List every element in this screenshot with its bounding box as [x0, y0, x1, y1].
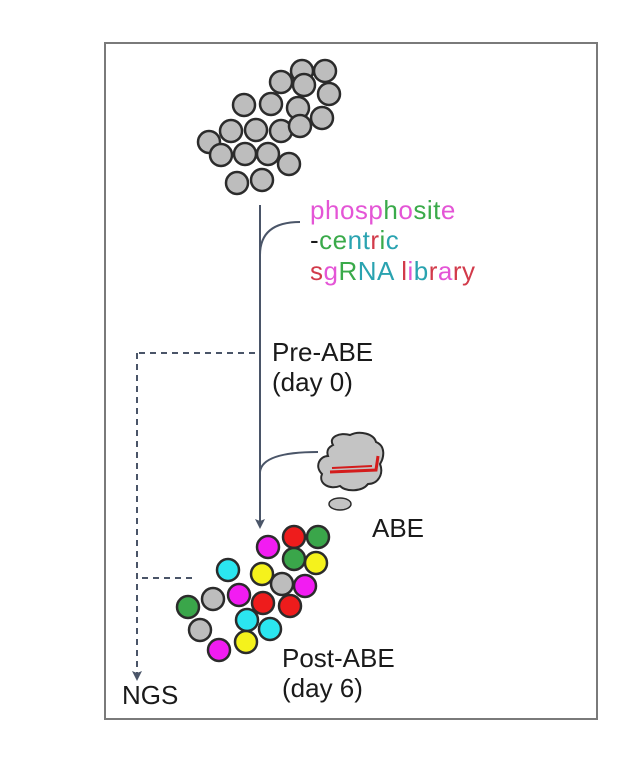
- post-abe-cell: [281, 546, 307, 572]
- post-abe-cell: [277, 593, 303, 619]
- library-label-char: e: [440, 195, 456, 225]
- pre-abe-cell: [258, 91, 284, 117]
- library-label-char: o: [339, 195, 355, 225]
- pre-abe-cell: [232, 141, 258, 167]
- post-abe-cell: [200, 586, 226, 612]
- post-abe-cell: [269, 571, 295, 597]
- library-label-char: i: [426, 195, 434, 225]
- abe-label: ABE: [372, 513, 425, 543]
- post-abe-cell: [234, 607, 260, 633]
- pre-abe-cell: [276, 151, 302, 177]
- post-abe-label: Post-ABE: [282, 643, 395, 673]
- cell-cluster-after: [175, 524, 331, 663]
- cell-cluster-before: [196, 58, 342, 196]
- diagram-frame: [104, 42, 598, 720]
- post-abe-cell: [206, 637, 232, 663]
- library-label-char: n: [347, 225, 363, 255]
- library-label-char: o: [398, 195, 414, 225]
- pre-abe-cell: [218, 118, 244, 144]
- library-label-char: l: [401, 256, 408, 286]
- post-abe-cell: [303, 550, 329, 576]
- library-label-char: r: [452, 256, 463, 286]
- post-abe-cell: [281, 524, 307, 550]
- post-abe-cell: [305, 524, 331, 550]
- post-abe-cell: [249, 561, 275, 587]
- library-label-char: s: [413, 195, 427, 225]
- library-label-line-1: phosphosite: [310, 195, 456, 225]
- post-abe-cell: [187, 617, 213, 643]
- pre-abe-cell: [268, 69, 294, 95]
- library-label-char: t: [433, 195, 441, 225]
- pre-abe-cell: [231, 92, 257, 118]
- library-label-char: y: [462, 256, 476, 286]
- abe-branch-curve: [259, 451, 319, 473]
- library-label-char: R: [338, 256, 358, 286]
- library-branch-curve: [259, 221, 301, 256]
- library-label-char: N: [357, 256, 378, 286]
- library-label-char: p: [368, 195, 384, 225]
- post-abe-cell: [175, 594, 201, 620]
- library-label-char: r: [428, 256, 438, 286]
- post-abe-cell: [257, 616, 283, 642]
- library-label-char: s: [354, 195, 369, 225]
- library-label-char: c: [319, 225, 333, 255]
- pre-abe-cell: [291, 72, 317, 98]
- library-label-char: i: [407, 256, 414, 286]
- library-label-char: b: [413, 256, 429, 286]
- abe-enzyme-icon: [317, 431, 385, 511]
- pre-abe-cell: [224, 170, 250, 196]
- library-label-char: a: [437, 256, 453, 286]
- post-abe-cell: [233, 629, 259, 655]
- library-label-char: p: [310, 195, 325, 225]
- pre-abe-cell: [249, 167, 275, 193]
- library-label-char: c: [385, 225, 400, 255]
- pre-abe-cell: [243, 117, 269, 143]
- pre-abe-cell: [309, 105, 335, 131]
- library-label-line-3: sgRNA library: [310, 256, 476, 286]
- library-label-char: h: [383, 195, 399, 225]
- pre-abe-cell: [312, 58, 338, 84]
- library-label-char: i: [379, 225, 386, 255]
- post-abe-cell: [250, 590, 276, 616]
- post-abe-cell: [215, 557, 241, 583]
- pre-abe-cell: [316, 81, 342, 107]
- pre-abe-day-label: (day 0): [272, 367, 353, 397]
- library-label-char: -: [310, 225, 320, 255]
- library-label-line-2: -centric: [310, 225, 399, 255]
- library-label-char: t: [362, 225, 371, 255]
- pre-abe-cell: [287, 113, 313, 139]
- post-abe-cell: [292, 573, 318, 599]
- library-label-char: h: [324, 195, 340, 225]
- pre-abe-cell: [208, 142, 234, 168]
- post-abe-cell: [226, 582, 252, 608]
- post-abe-day-label: (day 6): [282, 673, 363, 703]
- pre-abe-cell: [255, 141, 281, 167]
- library-label-char: A: [377, 256, 394, 286]
- post-abe-cell: [255, 534, 281, 560]
- pre-abe-label: Pre-ABE: [272, 337, 374, 367]
- library-label-char: r: [370, 225, 380, 255]
- ngs-label: NGS: [122, 680, 179, 710]
- library-label-char: s: [310, 256, 324, 286]
- library-label-char: g: [323, 256, 339, 286]
- library-label-char: e: [332, 225, 348, 255]
